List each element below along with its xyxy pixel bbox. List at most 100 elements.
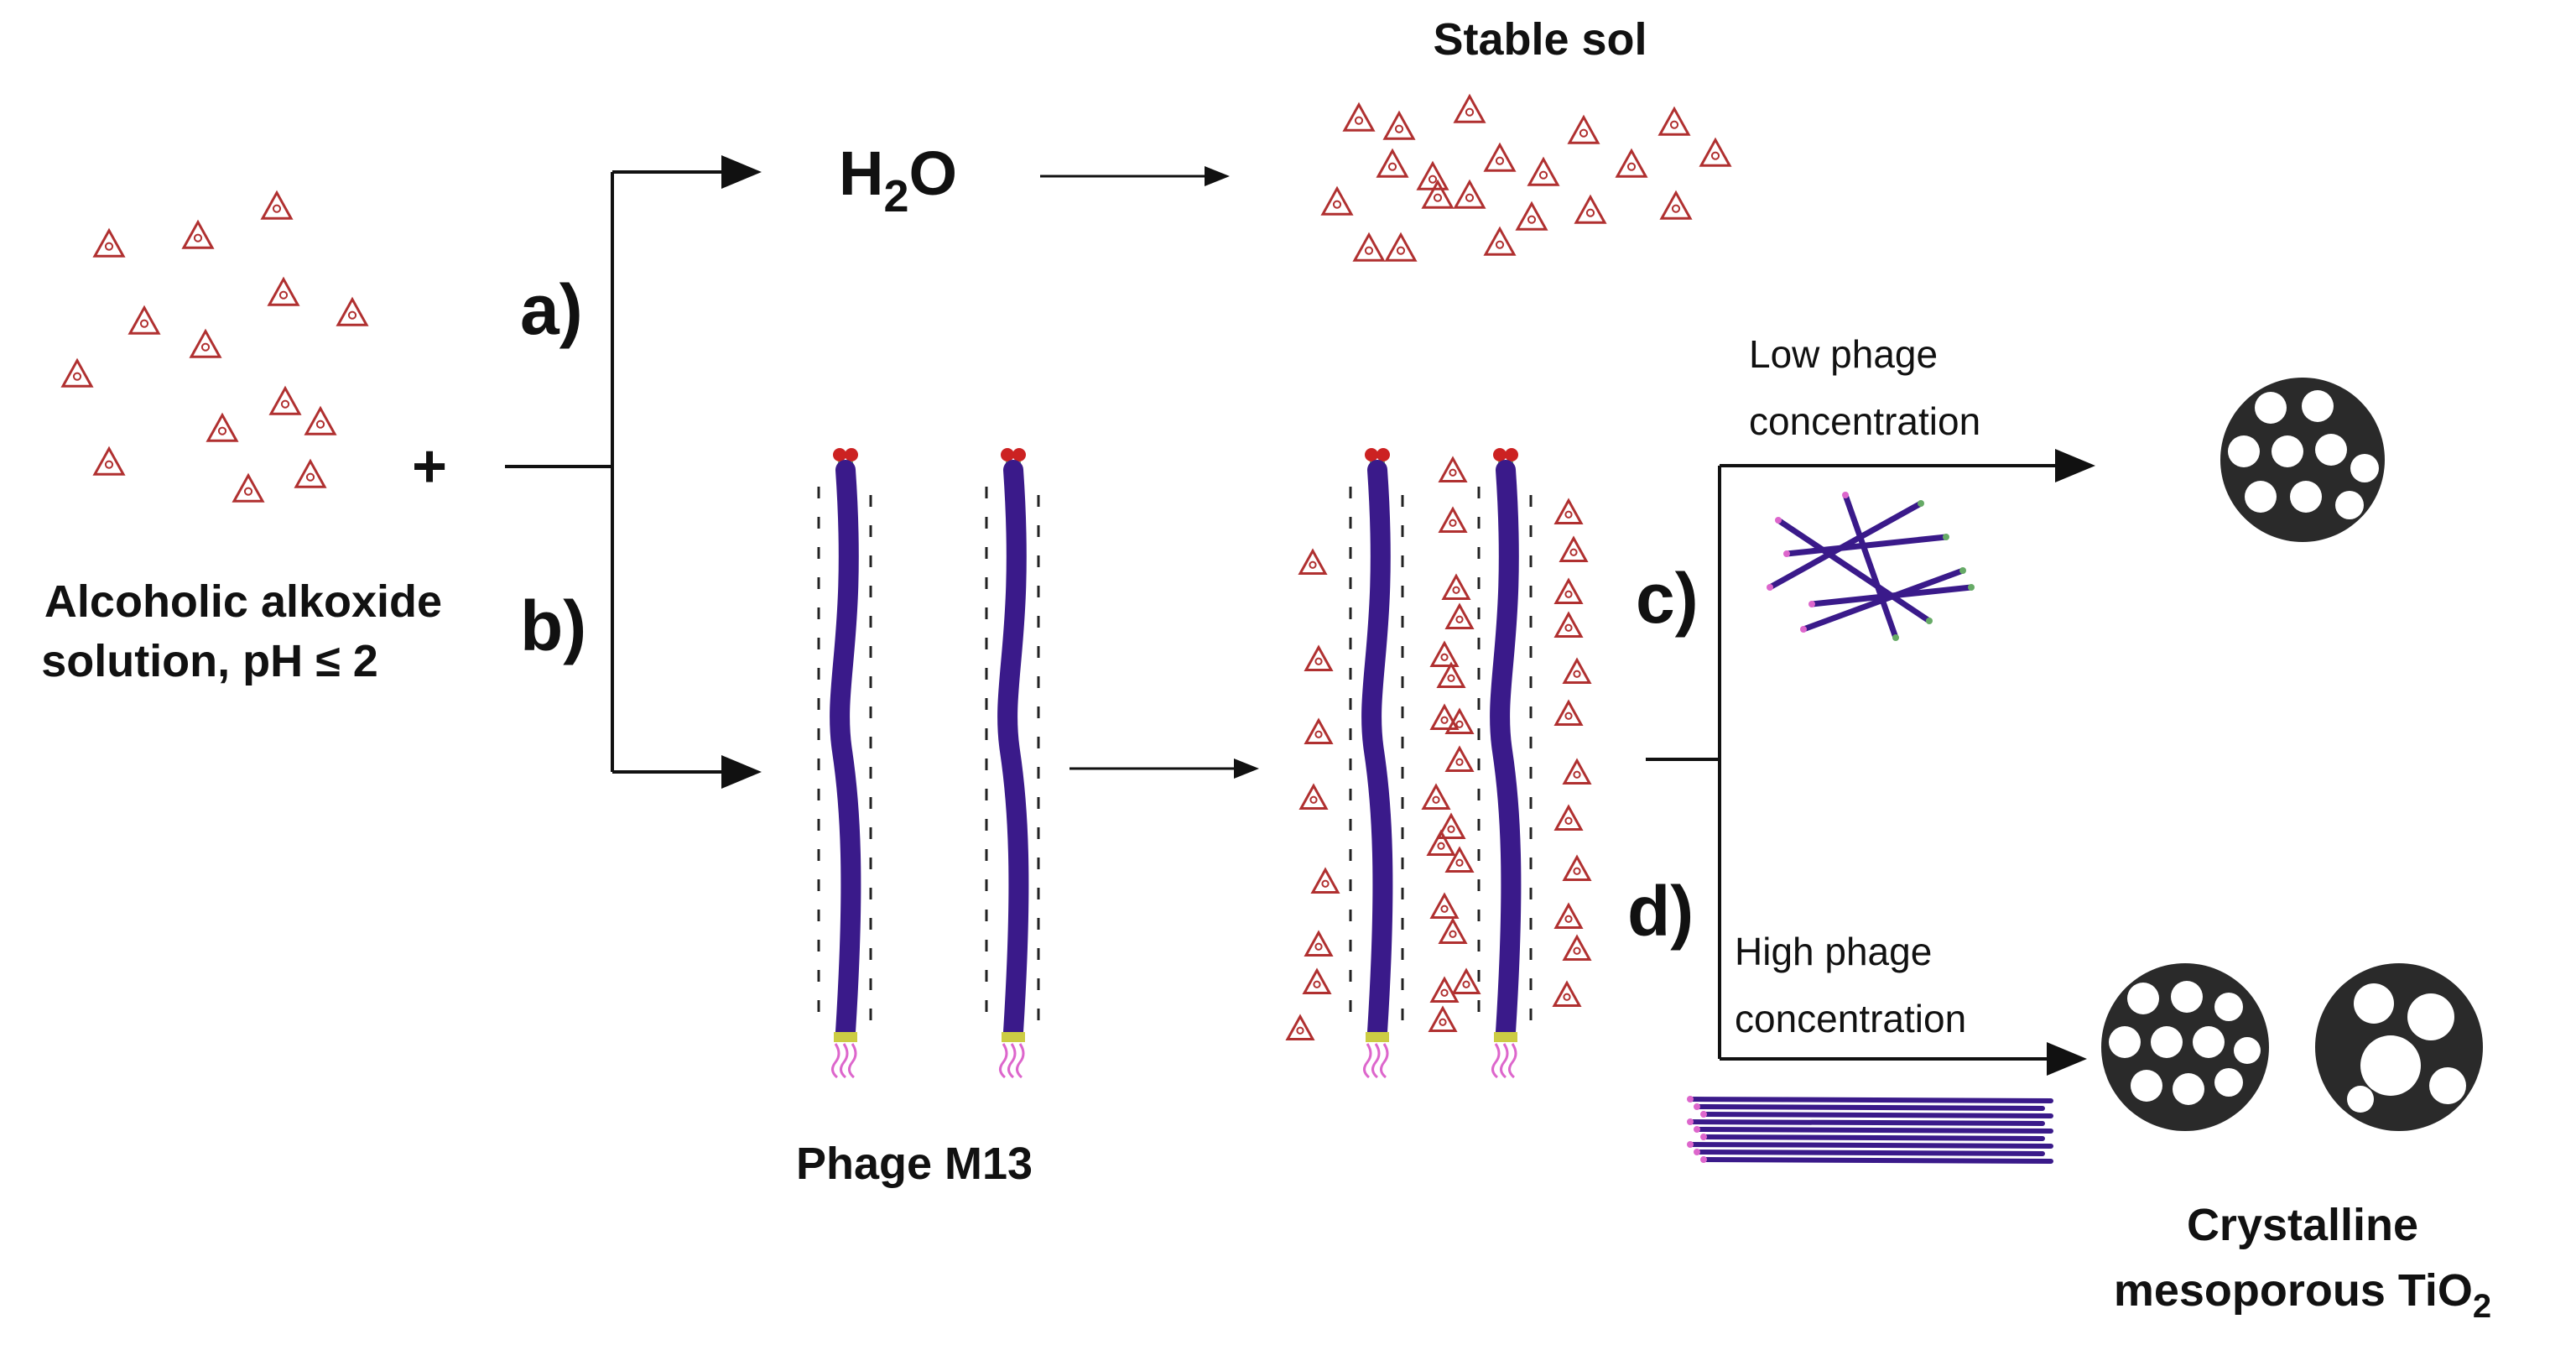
precursor-triangle bbox=[1384, 232, 1418, 262]
precursor-triangle bbox=[1342, 102, 1376, 132]
phage-m13 bbox=[985, 448, 1040, 1079]
stable-sol-cluster bbox=[1320, 93, 1732, 262]
precursor-triangle bbox=[1436, 812, 1466, 839]
pore bbox=[2354, 983, 2394, 1024]
pore bbox=[2272, 435, 2303, 467]
precursor-triangle bbox=[1552, 980, 1582, 1007]
precursor-triangle bbox=[336, 296, 369, 326]
precursor-triangle bbox=[1298, 783, 1329, 810]
phage-m13-group bbox=[817, 448, 1040, 1079]
phage-strand bbox=[1688, 1097, 2053, 1103]
pore bbox=[2255, 392, 2287, 424]
precursor-triangle bbox=[1428, 1005, 1458, 1032]
connector-lines bbox=[505, 155, 2095, 1076]
mesoporous-particle bbox=[2220, 378, 2385, 542]
pore bbox=[2429, 1067, 2466, 1104]
precursor-triangle bbox=[260, 190, 294, 220]
precursor-triangle bbox=[1453, 93, 1486, 123]
precursor-triangle bbox=[1483, 142, 1517, 172]
precursor-triangle bbox=[1553, 498, 1584, 524]
pore bbox=[2151, 1026, 2183, 1058]
precursor-triangle bbox=[1416, 160, 1449, 190]
precursor-triangle bbox=[1451, 967, 1481, 994]
precursor-triangle bbox=[1559, 535, 1589, 562]
phage-strand bbox=[1701, 1134, 2045, 1141]
pore bbox=[2315, 434, 2347, 466]
precursor-triangle bbox=[1436, 661, 1466, 688]
step-b-label: b) bbox=[520, 586, 586, 665]
precursor-triangle bbox=[92, 227, 126, 258]
mesoporous-particle bbox=[2315, 963, 2483, 1131]
mesoporous-tio2-particles bbox=[2101, 378, 2483, 1131]
precursor-triangle bbox=[1310, 867, 1340, 894]
phage-strand bbox=[1775, 517, 1933, 624]
precursor-triangle bbox=[1659, 190, 1693, 220]
pore bbox=[2234, 1037, 2261, 1064]
coated-phage-group bbox=[1349, 448, 1533, 1079]
phage-m13 bbox=[1477, 448, 1533, 1079]
precursor-triangle bbox=[1298, 548, 1328, 575]
pore bbox=[2347, 1086, 2374, 1113]
phage-strand bbox=[1688, 1142, 2053, 1149]
pore bbox=[2407, 993, 2454, 1040]
precursor-triangle bbox=[127, 305, 161, 335]
phage-m13 bbox=[817, 448, 872, 1079]
precursor-triangle bbox=[232, 472, 265, 503]
precursor-triangle bbox=[1553, 902, 1584, 929]
precursor-triangle bbox=[1444, 745, 1475, 772]
precursor-triangle bbox=[1429, 703, 1460, 730]
precursor-triangle bbox=[1562, 934, 1592, 961]
product-label-line1: Crystalline bbox=[2187, 1200, 2418, 1250]
precursor-triangle bbox=[1553, 611, 1584, 638]
precursor-triangle bbox=[1438, 506, 1468, 533]
precursor-triangle bbox=[1567, 114, 1600, 144]
precursor-triangle bbox=[1444, 602, 1475, 629]
pore bbox=[2360, 1035, 2421, 1096]
stable-sol-label: Stable sol bbox=[1433, 14, 1647, 65]
precursor-triangle bbox=[1553, 577, 1584, 604]
precursor-triangle bbox=[1444, 846, 1475, 873]
phage-strand bbox=[1688, 1119, 2045, 1126]
precursor-triangle bbox=[1657, 106, 1691, 136]
phage-label: Phage M13 bbox=[796, 1139, 1033, 1189]
phage-strand bbox=[1783, 534, 1949, 557]
pore bbox=[2290, 481, 2322, 513]
product-label-line2: mesoporous TiO2 bbox=[2114, 1265, 2491, 1325]
precursor-triangle bbox=[1382, 110, 1416, 140]
precursor-triangle bbox=[1438, 917, 1468, 944]
precursor-triangle bbox=[1352, 232, 1386, 262]
precursor-triangle bbox=[1421, 783, 1451, 810]
precursor-triangle bbox=[1527, 156, 1560, 186]
pore bbox=[2302, 390, 2334, 422]
pore bbox=[2193, 1026, 2225, 1058]
high-phage-line1: High phage bbox=[1735, 930, 1932, 973]
high-concentration-phage-bundle bbox=[1687, 1096, 2053, 1164]
precursor-triangle bbox=[1285, 1014, 1315, 1040]
phage-strand bbox=[1842, 492, 1899, 641]
precursor-triangle bbox=[1320, 185, 1354, 216]
precursor-triangle bbox=[1615, 148, 1648, 178]
phage-strand bbox=[1808, 584, 1975, 607]
precursor-triangle bbox=[1441, 573, 1471, 600]
pore bbox=[2127, 983, 2159, 1014]
phage-strand bbox=[1701, 1157, 2053, 1164]
precursor-triangle bbox=[1426, 829, 1456, 856]
phage-m13 bbox=[1349, 448, 1404, 1079]
step-d-label: d) bbox=[1627, 872, 1694, 951]
precursor-triangle bbox=[1421, 179, 1455, 209]
precursor-triangle bbox=[1562, 758, 1592, 785]
precursor-triangle bbox=[1429, 976, 1460, 1003]
precursor-triangle bbox=[60, 357, 94, 388]
precursor-triangle bbox=[294, 458, 327, 488]
pore bbox=[2245, 481, 2277, 513]
pore bbox=[2171, 981, 2203, 1013]
pore bbox=[2335, 491, 2364, 519]
precursor-triangle bbox=[1429, 892, 1460, 919]
precursor-triangle bbox=[1553, 804, 1584, 831]
water-label: H2O bbox=[839, 138, 957, 222]
precursor-triangle bbox=[1553, 699, 1584, 726]
alkoxide-precursor-cluster bbox=[60, 190, 369, 503]
precursor-triangle bbox=[206, 412, 239, 442]
low-concentration-phage-network bbox=[1767, 492, 1975, 641]
